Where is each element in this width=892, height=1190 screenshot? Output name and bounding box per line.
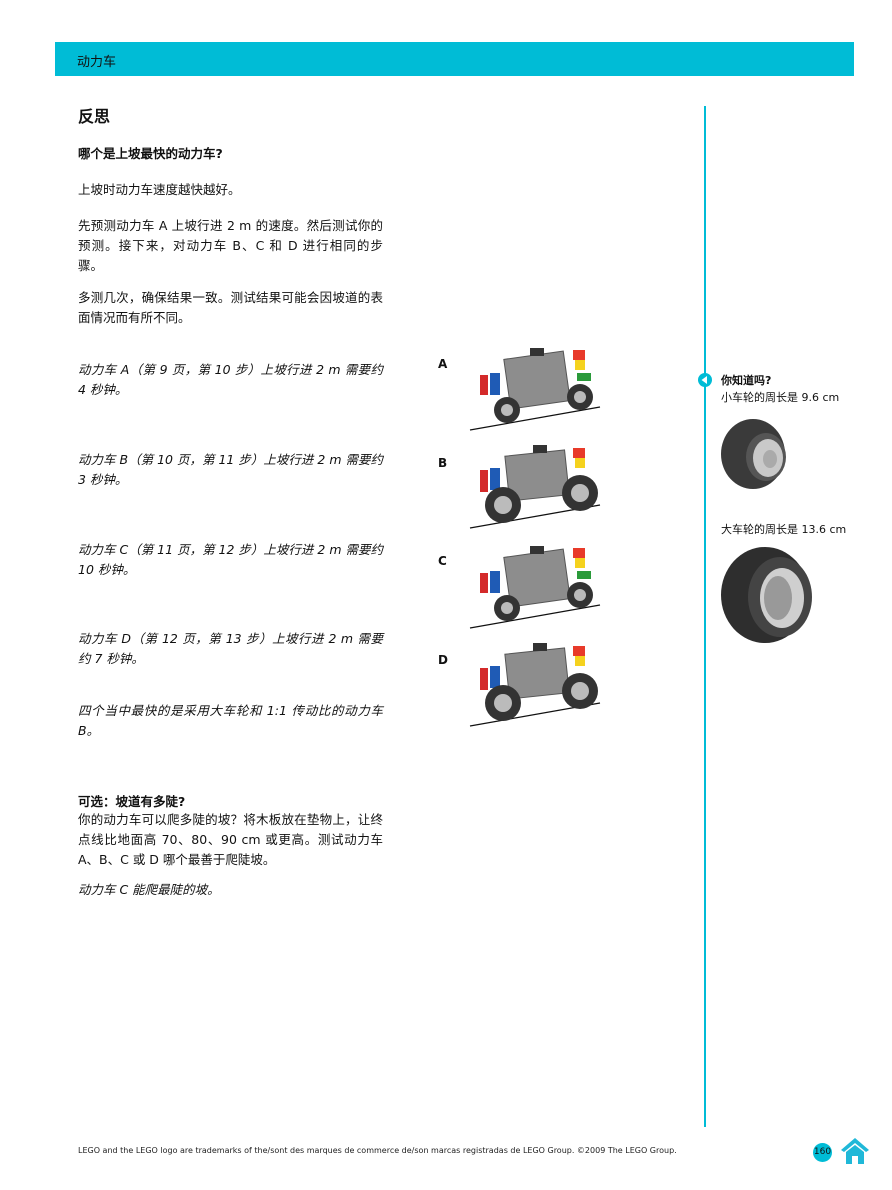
intro-text: 上坡时动力车速度越快越好。 — [78, 182, 241, 197]
small-wheel-illustration — [721, 419, 786, 489]
page-number-badge: 160 — [813, 1143, 832, 1162]
car-c-illustration — [469, 546, 601, 629]
result-c-text: 动力车 C（第 11 页，第 12 步）上坡行进 2 m 需要约 10 秒钟。 — [78, 542, 383, 577]
legal-footer: LEGO and the LEGO logo are trademarks of… — [78, 1146, 677, 1155]
did-you-know-heading: 你知道吗? — [721, 374, 772, 387]
car-label-c: C — [438, 554, 447, 568]
car-d-illustration — [469, 643, 601, 727]
car-label-b: B — [438, 456, 448, 470]
instructions-text: 先预测动力车 A 上坡行进 2 m 的速度。然后测试你的预测。接下来，对动力车 … — [78, 218, 383, 273]
optional-answer: 动力车 C 能爬最陡的坡。 — [78, 882, 220, 897]
header-title: 动力车 — [77, 55, 117, 70]
car-label-a: A — [438, 357, 448, 371]
section-title: 反思 — [78, 107, 111, 126]
repeat-note: 多测几次，确保结果一致。测试结果可能会因坡道的表面情况而有所不同。 — [78, 290, 383, 325]
home-icon[interactable] — [840, 1137, 870, 1165]
optional-heading: 可选：坡道有多陡? — [78, 794, 186, 809]
large-wheel-text: 大车轮的周长是 13.6 cm — [721, 523, 847, 536]
header-band: 动力车 — [55, 42, 854, 76]
result-a-text: 动力车 A（第 9 页，第 10 步）上坡行进 2 m 需要约 4 秒钟。 — [78, 362, 383, 397]
result-b-text: 动力车 B（第 10 页，第 11 步）上坡行进 2 m 需要约 3 秒钟。 — [78, 452, 383, 487]
question-heading: 哪个是上坡最快的动力车? — [78, 146, 223, 161]
result-d-text: 动力车 D（第 12 页，第 13 步）上坡行进 2 m 需要约 7 秒钟。 — [78, 631, 383, 666]
car-label-d: D — [438, 653, 448, 667]
car-b-illustration — [469, 445, 601, 529]
conclusion-text: 四个当中最快的是采用大车轮和 1:1 传动比的动力车 B。 — [78, 703, 383, 738]
info-arrow-icon — [698, 373, 712, 387]
small-wheel-text: 小车轮的周长是 9.6 cm — [721, 391, 840, 404]
optional-text: 你的动力车可以爬多陡的坡？将木板放在垫物上，让终点线比地面高 70、80、90 … — [78, 812, 383, 867]
large-wheel-illustration — [721, 547, 812, 643]
car-a-illustration — [469, 348, 601, 431]
sidebar-divider — [704, 106, 706, 1127]
